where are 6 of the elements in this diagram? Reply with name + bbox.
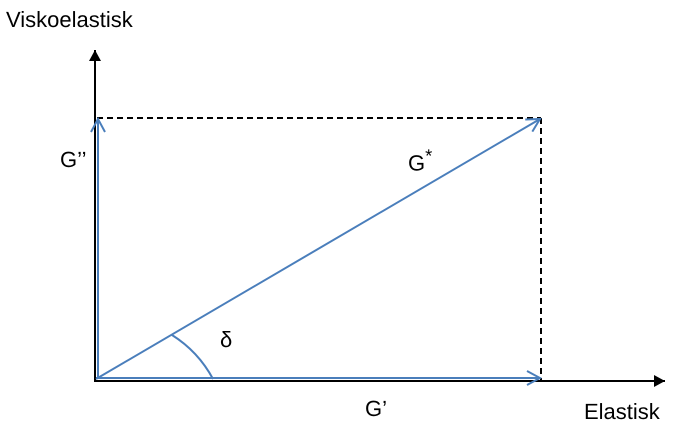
axis-label: Viskoelastisk — [6, 8, 133, 32]
vector-label: G’ — [365, 397, 387, 422]
vector-label: G’’ — [60, 148, 86, 172]
vector-label: G$^{*}$ — [408, 146, 432, 176]
angle-label: δ — [220, 328, 232, 352]
axis-label: Elastisk — [584, 400, 660, 424]
